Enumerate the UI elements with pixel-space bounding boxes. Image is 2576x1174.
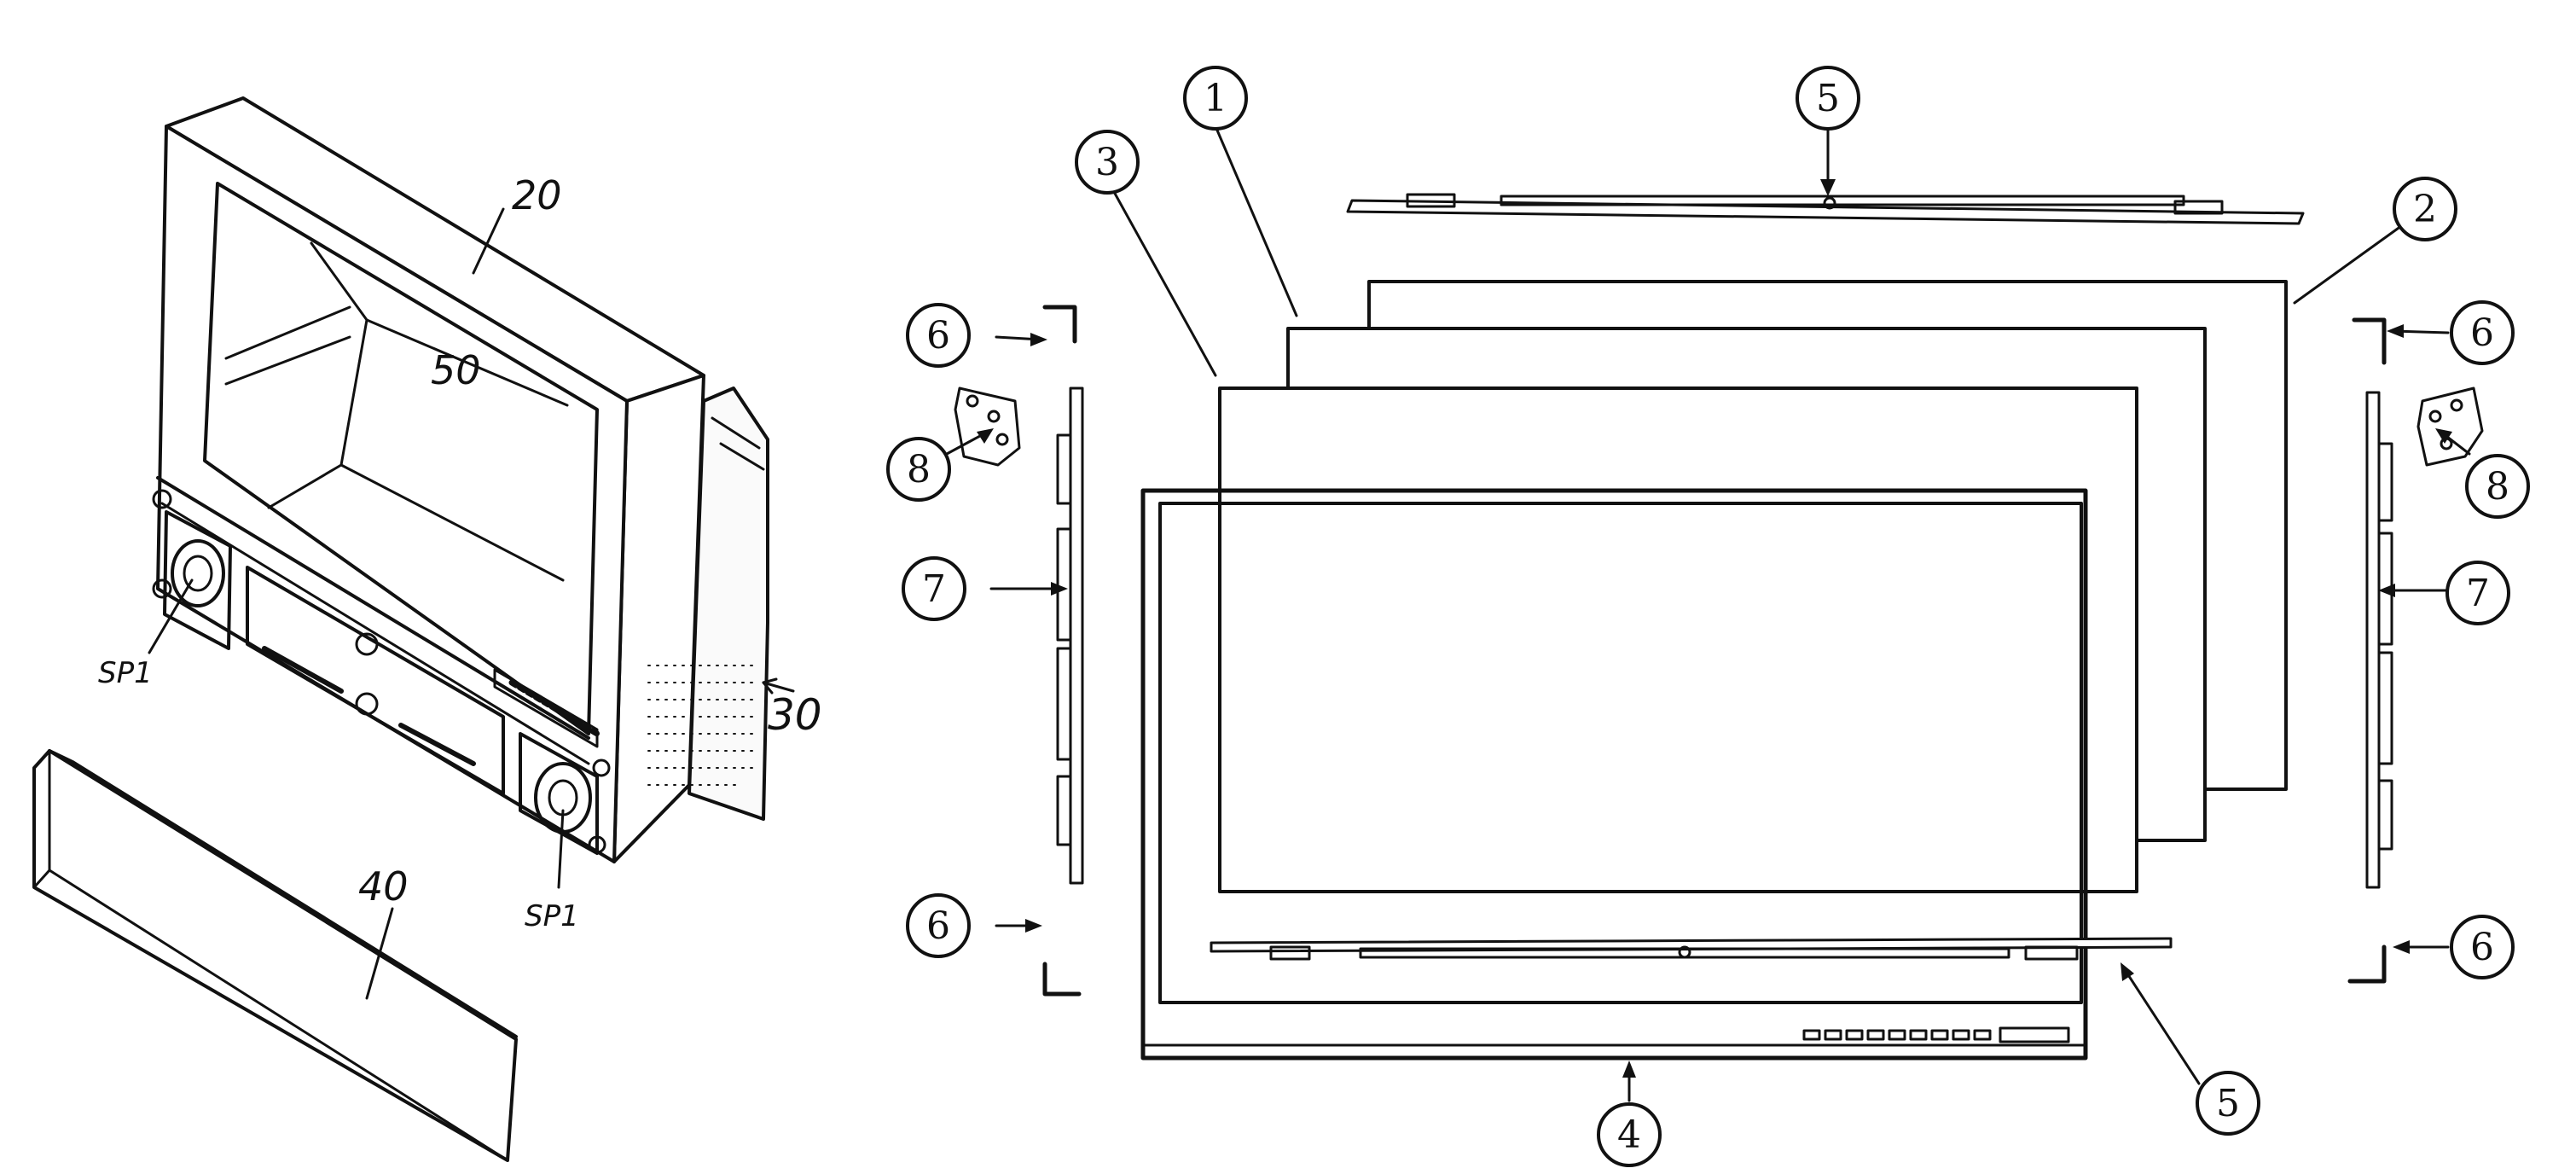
bottom-bracket	[1210, 937, 2173, 961]
callout-5-bottom-circle	[2196, 1071, 2260, 1136]
callout-8-left-circle	[886, 437, 951, 502]
control-panel	[246, 566, 505, 795]
label-speaker-left: SP1	[98, 656, 153, 690]
right-side-rail	[2365, 391, 2393, 889]
label-rear-cabinet: 30	[768, 690, 822, 740]
left-side-rail	[1056, 386, 1084, 885]
label-front-cover: 40	[358, 863, 409, 910]
callout-6-bottom-left: 6	[926, 904, 950, 948]
assembled-tv	[152, 96, 769, 863]
callout-1-circle	[1183, 66, 1248, 131]
callout-8-right: 8	[2486, 465, 2509, 509]
callout-6-bottom-right-circle	[2450, 915, 2515, 979]
front-frame	[1140, 488, 2088, 1061]
rear-cabinet	[688, 386, 769, 821]
screen-opening	[203, 182, 599, 735]
top-bracket	[1346, 193, 2305, 225]
exploded-view: 1 2 3 4 5 5 6 6 6 6 7 7 8	[886, 66, 2530, 1167]
callout-1: 1	[1204, 77, 1227, 120]
callout-6-bottom-left-circle	[906, 893, 971, 958]
callout-4-circle	[1597, 1102, 1662, 1167]
callout-5-top: 5	[1816, 77, 1840, 120]
callout-8-left: 8	[907, 448, 931, 491]
callout-4: 4	[1617, 1113, 1641, 1157]
callout-3: 3	[1095, 141, 1119, 184]
callout-7-left: 7	[922, 567, 946, 611]
label-tv-housing: 20	[512, 172, 562, 218]
mounting-plate-right	[2416, 386, 2484, 467]
corner-angle-top-right	[2352, 317, 2387, 365]
callout-6-bottom-right: 6	[2470, 926, 2494, 969]
callout-2: 2	[2413, 188, 2437, 231]
callout-7-right: 7	[2466, 572, 2490, 615]
callout-6-top-left-circle	[906, 303, 971, 368]
left-labels: 20 50 30 40 SP1 SP1	[98, 172, 822, 1000]
panel-3	[1218, 386, 2138, 893]
corner-angle-bottom-left	[1042, 962, 1082, 997]
corner-angle-top-left	[1042, 305, 1077, 344]
callout-7-left-circle	[902, 556, 966, 621]
callout-2-circle	[2393, 177, 2457, 241]
callout-3-circle	[1075, 130, 1140, 195]
callout-5-bottom: 5	[2216, 1082, 2240, 1125]
mounting-plate-left	[954, 386, 1021, 467]
callout-8-right-circle	[2465, 454, 2530, 519]
callout-6-top-right: 6	[2470, 311, 2494, 355]
label-screen-opening: 50	[431, 347, 481, 393]
arrowheads	[977, 179, 2452, 1078]
callout-5-top-circle	[1796, 66, 1860, 131]
cabinet-shading	[647, 665, 760, 786]
front-cover	[32, 749, 518, 1162]
callouts: 1 2 3 4 5 5 6 6 6 6 7 7 8	[886, 66, 2530, 1167]
callout-6-top-left: 6	[926, 314, 950, 357]
label-speaker-right: SP1	[525, 899, 579, 933]
speaker-left-cone	[171, 539, 225, 607]
corner-angle-bottom-right	[2347, 944, 2387, 984]
callout-6-top-right-circle	[2450, 300, 2515, 365]
callout-7-right-circle	[2445, 561, 2510, 625]
